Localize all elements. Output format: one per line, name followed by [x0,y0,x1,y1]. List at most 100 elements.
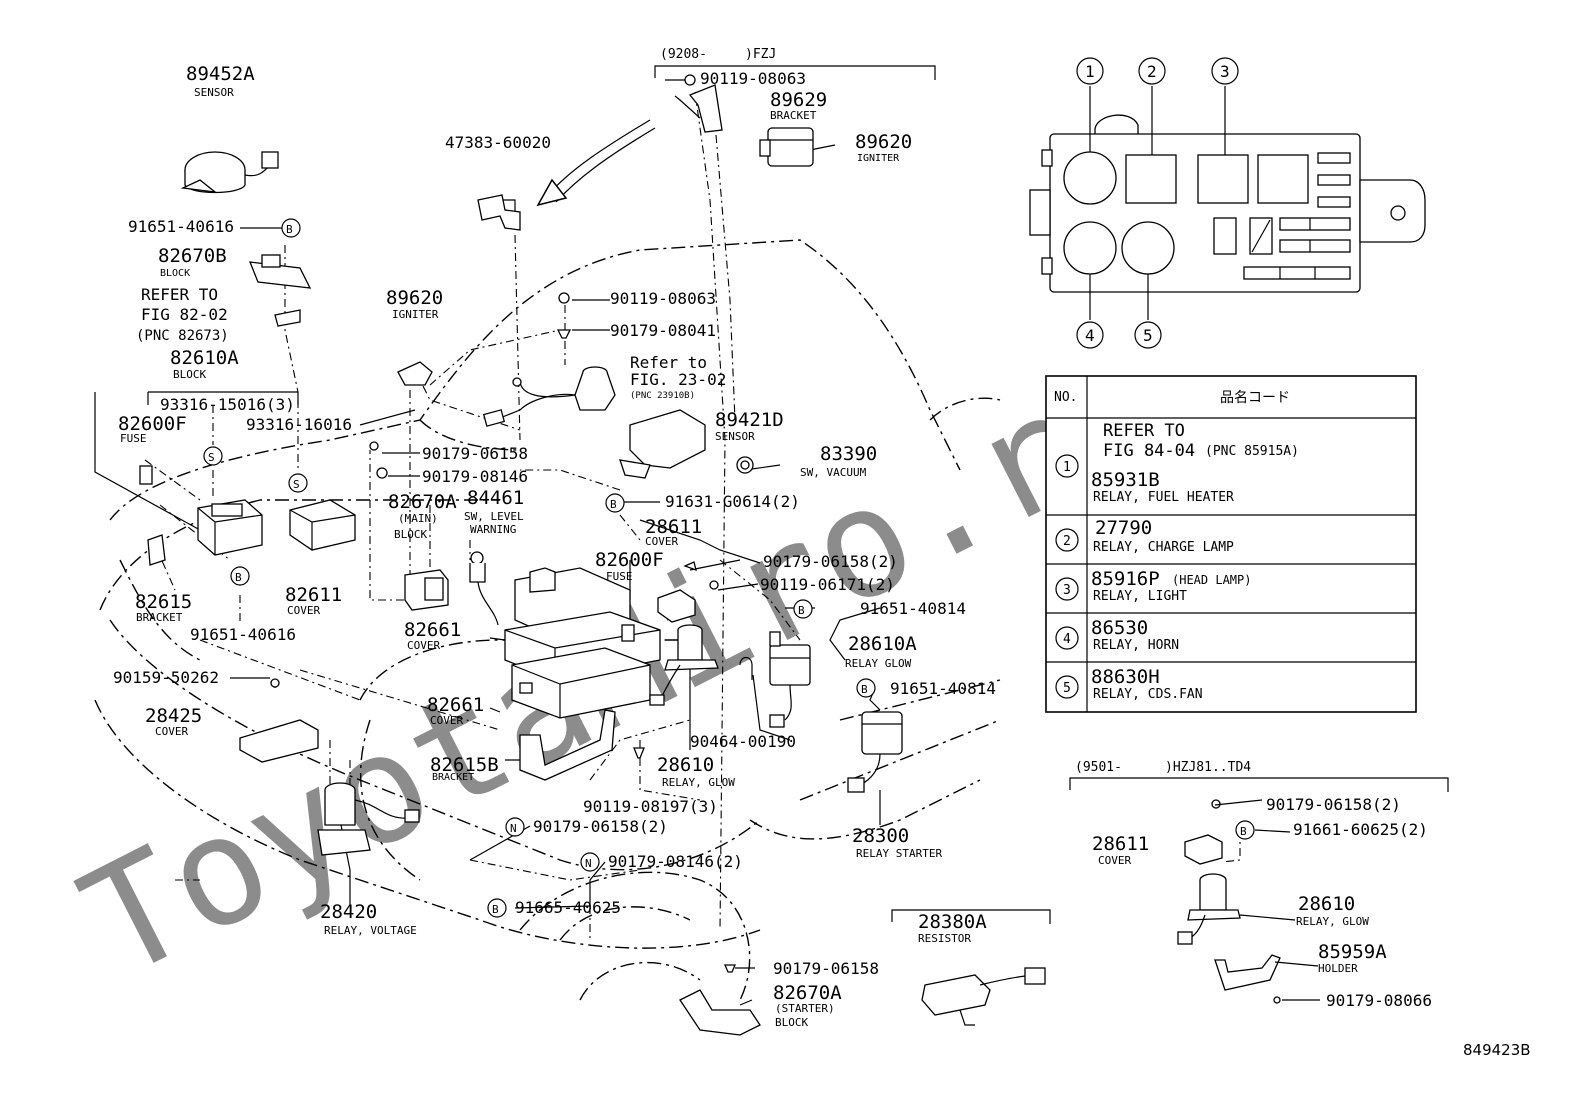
callout-91631-G0614: 91631-G0614(2) [665,492,800,511]
callout-refer-82-line3: (PNC 82673) [136,328,229,344]
callout-82610A-pn: 82610A [170,347,239,369]
callout-refer-82-line2: FIG 82-02 [141,305,228,324]
callout-28610-hzj-pn: 28610 [1298,893,1355,915]
callout-91651-40814-upper: 91651-40814 [860,599,966,618]
callout-93316-15016: 93316-15016(3) [160,395,295,414]
callout-89421D-pn: 89421D [715,409,784,431]
callout-82600F-left-desc: FUSE [120,432,147,445]
callout-82661-top-desc: COVER [407,639,440,652]
callout-83390-pn: 83390 [820,443,877,465]
direction-arrow [536,119,656,207]
callout-82670A-starter-desc2: BLOCK [775,1016,808,1029]
callout-82661-low-pn: 82661 [427,694,484,716]
legend-row-5-desc: RELAY, CDS.FAN [1093,687,1203,702]
callout-28425-pn: 28425 [145,705,202,727]
callout-28610A-desc: RELAY GLOW [845,657,912,670]
callout-28611-right-pn: 28611 [645,516,702,538]
callout-refer-23-line1: Refer to [630,353,707,372]
callout-refer-23-line2: FIG. 23-02 [630,370,726,389]
hzj-bracket: (9501- )HZJ81..TD4 [1069,760,1449,792]
callout-82670A-main-desc2: BLOCK [394,528,427,541]
callout-refer-23-line3: (PNC 23910B) [630,391,695,401]
relay-block-position-4: 4 [1085,326,1095,345]
callout-90179-06158-right: 90179-06158(2) [763,552,898,571]
callout-91665-40625: 91665-40625 [515,898,621,917]
callout-82615B-desc: BRACKET [432,772,474,783]
callout-28611-hzj-desc: COVER [1098,854,1131,867]
starter-relay-28300-drawing [847,711,903,793]
bullet-markers: B S S B N N B B B B B [203,218,1255,918]
legend-row-1-line2b: (PNC 85915A) [1205,444,1299,459]
callout-82611-pn: 82611 [285,584,342,606]
callout-84461-desc: SW, LEVEL [464,510,524,523]
bullet-n-label: N [585,857,592,870]
callout-85959A-desc: HOLDER [1318,962,1358,975]
callout-28611-right-desc: COVER [645,535,678,548]
relay-28420-drawing [317,782,420,856]
callout-84461-pn: 84461 [467,487,524,509]
callout-28300-desc: RELAY STARTER [856,847,942,860]
vehicle-body-outline [94,239,1001,1001]
sensor-89452A-drawing [180,151,279,194]
legend-row-1-line2: FIG 84-04 [1103,441,1195,461]
bullet-s-label: S [208,451,215,464]
page-code: 849423B [1463,1041,1531,1059]
callout-89620-right-pn: 89620 [855,131,912,153]
callout-28610A-pn: 28610A [848,633,917,655]
bullet-b-label: B [861,683,868,696]
bullet-b-label: B [286,223,293,236]
sensor-89421D-drawing [619,409,706,479]
callout-89620-left-desc: IGNITER [392,308,439,321]
callout-28425-desc: COVER [155,725,188,738]
legend-row-1-pn: 85931B [1091,469,1160,491]
callout-90119-08063-mid: 90119-08063 [610,289,716,308]
block-82670B-drawing [248,254,312,327]
relay-block-position-3: 3 [1220,62,1230,81]
callout-82610A-desc: BLOCK [173,368,206,381]
callout-82670A-main-pn: 82670A [388,491,457,513]
callout-90159-50262: 90159-50262 [113,668,219,687]
legend-row-2-no: 2 [1063,534,1071,549]
main-block-82670A-drawing [404,569,449,611]
legend-row-5-no: 5 [1063,681,1071,696]
legend-table: NO. 品名コード 1 REFER TO FIG 84-04 (PNC 8591… [1045,375,1417,713]
legend-row-3-pn: 85916P [1091,568,1160,590]
callout-28420-desc: RELAY, VOLTAGE [324,924,417,937]
callout-28420-pn: 28420 [320,901,377,923]
cover-82611-drawing [289,499,356,551]
relay-block-position-5: 5 [1143,326,1153,345]
callout-90464-00190: 90464-00190 [690,732,796,751]
legend-row-1-desc: RELAY, FUEL HEATER [1093,490,1234,505]
level-switch-84461-drawing [469,551,499,626]
callout-90179-06158-hzj: 90179-06158(2) [1266,795,1401,814]
relay-block-position-1: 1 [1085,62,1095,81]
ignition-coil-drawing [482,366,616,427]
callout-89421D-desc: SENSOR [715,430,755,443]
leader-lines [94,79,881,1006]
callout-82661-low-desc: COVER [430,714,463,727]
callout-82611-desc: COVER [287,604,320,617]
legend-header-code: 品名コード [1220,390,1290,406]
callout-82600F-right-pn: 82600F [595,549,664,571]
bullet-b-label: B [798,604,805,617]
fzj-bracket-model: )FZJ [745,47,776,62]
legend-row-2-pn: 27790 [1095,517,1152,539]
hzj-bracket-date: (9501- [1075,760,1122,775]
callout-82670A-main-desc: (MAIN) [398,512,438,525]
callout-82600F-left-pn: 82600F [118,413,187,435]
callout-82670B-pn: 82670B [158,245,227,267]
fzj-bracket-date: (9208- [660,47,707,62]
callout-91651-40616-top: 91651-40616 [128,217,234,236]
callout-89452A-desc: SENSOR [194,86,234,99]
callout-90179-08066: 90179-08066 [1326,991,1432,1010]
glow-relay-28610-drawing [649,624,719,706]
callout-82670B-desc: BLOCK [160,268,190,279]
callout-90119-08063-top: 90119-08063 [700,69,806,88]
callout-91651-40814-lower: 91651-40814 [890,679,996,698]
callout-90119-08197: 90119-08197(3) [583,797,718,816]
callout-90119-06171: 90119-06171(2) [760,575,895,594]
legend-row-4-desc: RELAY, HORN [1093,638,1179,653]
callout-90179-08041: 90179-08041 [610,321,716,340]
legend-row-2-desc: RELAY, CHARGE LAMP [1093,540,1234,555]
callout-82615-desc: BRACKET [136,611,183,624]
